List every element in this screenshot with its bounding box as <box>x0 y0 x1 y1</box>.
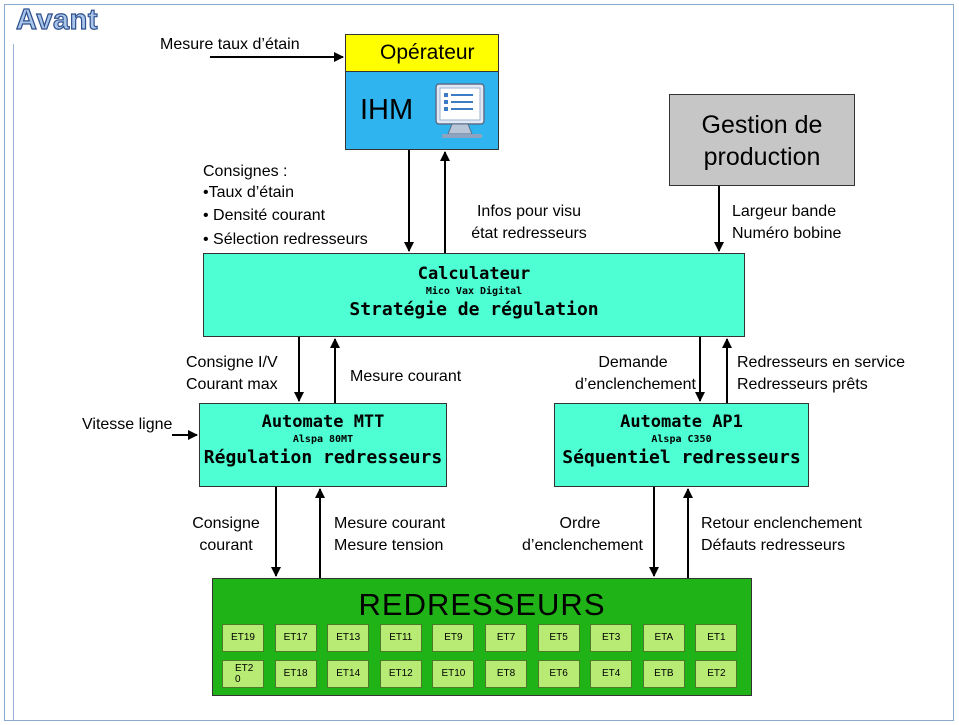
rectifier-cell: ET14 <box>327 660 370 688</box>
operateur-label: Opérateur <box>380 41 475 64</box>
label-consigne-iv: Consigne I/V <box>186 354 278 371</box>
automate-ap1-subtitle: Alspa C350 <box>651 434 712 445</box>
label-consignes-3: • Sélection redresseurs <box>203 231 368 248</box>
label-vitesse-ligne: Vitesse ligne <box>82 416 173 433</box>
rectifier-cell: ET13 <box>327 624 370 652</box>
label-mesure-courant-top: Mesure courant <box>350 368 462 385</box>
rectifier-cell: ET9 <box>432 624 475 652</box>
gestion-line2: production <box>703 143 821 171</box>
monitor-icon <box>435 83 485 138</box>
rectifier-cell: ET17 <box>274 624 317 652</box>
label-consignes-2: • Densité courant <box>203 207 326 224</box>
gestion-line1: Gestion de <box>701 111 823 139</box>
rectifier-cell: ETB <box>642 660 685 688</box>
rectifier-cell: ET7 <box>485 624 527 652</box>
redresseurs-box: REDRESSEURS ET19 ET17 ET13 ET11 ET9 ET7 ET5 ET3… <box>212 578 752 696</box>
ihm-box: IHM <box>345 71 499 150</box>
label-demande-1: Demande <box>598 354 668 371</box>
slide-title: Avant <box>15 3 98 36</box>
left-rule <box>13 44 14 720</box>
label-mesure-courant: Mesure courant <box>334 515 446 532</box>
automate-ap1-box: Automate AP1 Alspa C350 Séquentiel redre… <box>554 403 809 487</box>
label-ordre-2: d’enclenchement <box>522 537 643 554</box>
rectifier-cell: ET12 <box>379 660 422 688</box>
rectifier-cell: ET4 <box>590 660 633 688</box>
calculateur-title: Calculateur <box>417 264 531 284</box>
ihm-label: IHM <box>360 94 414 126</box>
rectifier-cell: ET8 <box>485 660 527 688</box>
automate-ap1-title: Automate AP1 <box>620 412 743 432</box>
operateur-box: Opérateur <box>345 34 499 72</box>
rectifier-cell: ET18 <box>274 660 317 688</box>
label-consigne-1: Consigne <box>192 515 260 532</box>
label-redresseurs-service: Redresseurs en service <box>737 354 906 371</box>
label-infos-2: état redresseurs <box>471 225 587 242</box>
rectifier-cell: ET10 <box>432 660 475 688</box>
automate-mtt-role: Régulation redresseurs <box>203 447 443 468</box>
rectifier-cell: ET5 <box>537 624 580 652</box>
rectifier-cell: ET6 <box>537 660 580 688</box>
gestion-production-box: Gestion de production <box>669 94 855 186</box>
label-infos-1: Infos pour visu <box>476 203 582 220</box>
slide-frame <box>4 4 954 721</box>
rectifier-cell: ETA <box>642 624 685 652</box>
automate-mtt-box: Automate MTT Alspa 80MT Régulation redre… <box>199 403 447 487</box>
label-ordre-1: Ordre <box>559 515 601 532</box>
calculateur-subtitle: Mico Vax Digital <box>425 286 523 297</box>
redresseurs-title: REDRESSEURS <box>358 587 606 622</box>
label-defauts-redresseurs: Défauts redresseurs <box>701 537 846 554</box>
calculateur-role: Stratégie de régulation <box>349 299 599 320</box>
label-courant-max: Courant max <box>186 376 278 393</box>
label-consignes-1: •Taux d’étain <box>203 184 294 201</box>
label-consignes-title: Consignes : <box>203 163 288 180</box>
automate-mtt-title: Automate MTT <box>261 412 385 432</box>
label-mesure-tension: Mesure tension <box>334 537 444 554</box>
calculateur-box: Calculateur Mico Vax Digital Stratégie d… <box>203 253 745 337</box>
automate-ap1-role: Séquentiel redresseurs <box>562 447 801 468</box>
label-retour-enclenchement: Retour enclenchement <box>701 515 862 532</box>
label-consigne-2: courant <box>199 537 253 554</box>
label-redresseurs-prets: Redresseurs prêts <box>737 376 868 393</box>
rectifier-cell: ET3 <box>590 624 633 652</box>
label-largeur-bande: Largeur bande <box>732 203 837 220</box>
automate-mtt-subtitle: Alspa 80MT <box>292 434 354 445</box>
label-numero-bobine: Numéro bobine <box>732 225 842 242</box>
label-mesure-etain: Mesure taux d’étain <box>160 36 300 53</box>
rectifier-cell: ET1 <box>695 624 738 652</box>
rectifier-cell: ET11 <box>379 624 422 652</box>
rectifier-cell: ET2 <box>695 660 738 688</box>
rectifier-cell: ET19 <box>222 624 264 652</box>
label-demande-2: d’enclenchement <box>575 376 696 393</box>
